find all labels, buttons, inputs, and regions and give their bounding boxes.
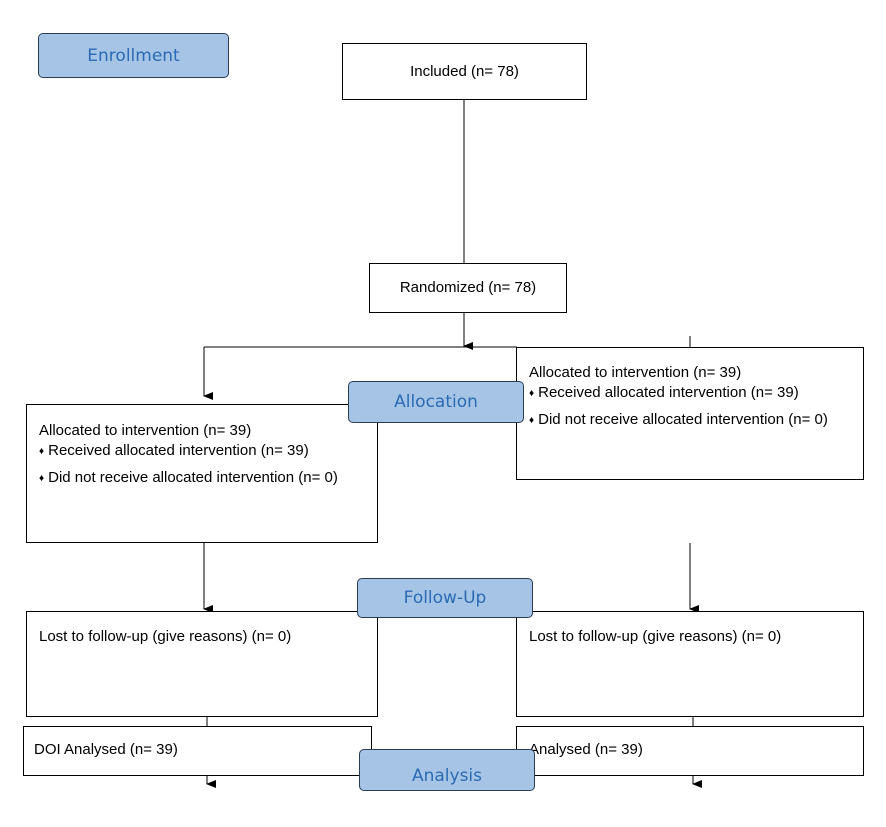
right-followup-box: Lost to follow-up (give reasons) (n= 0) [516,611,864,717]
right-analysed-text: Analysed (n= 39) [529,741,643,758]
enrollment-stage-label: Enrollment [38,33,229,78]
right-allocation-box: Allocated to intervention (n= 39) ♦Recei… [516,347,864,480]
left-received-item: ♦Received allocated intervention (n= 39) [39,441,377,462]
left-not-received-item: ♦Did not receive allocated intervention … [39,468,377,489]
randomized-label: Randomized (n= 78) [399,279,537,296]
left-lost-text: Lost to follow-up (give reasons) (n= 0) [39,628,292,645]
left-analysis-box: DOI Analysed (n= 39) [23,726,372,776]
left-received-text: Received allocated intervention (n= 39) [48,442,309,459]
included-label: Included (n= 78) [410,62,519,80]
right-not-received-text: Did not receive allocated intervention (… [538,411,828,428]
bullet-icon: ♦ [39,446,45,457]
left-not-received-text: Did not receive allocated intervention (… [48,469,338,486]
bullet-icon: ♦ [39,473,45,484]
left-followup-box: Lost to follow-up (give reasons) (n= 0) [26,611,378,717]
bullet-icon: ♦ [529,415,535,426]
included-box: Included (n= 78) [342,43,587,100]
bullet-icon: ♦ [529,388,535,399]
right-lost-text: Lost to follow-up (give reasons) (n= 0) [529,628,782,645]
right-received-text: Received allocated intervention (n= 39) [538,384,799,401]
followup-stage-label: Follow-Up [357,578,533,618]
right-not-received-item: ♦Did not receive allocated intervention … [529,410,863,431]
randomized-box: Randomized (n= 78) [369,263,567,313]
right-received-item: ♦Received allocated intervention (n= 39) [529,383,863,404]
right-allocated-text: Allocated to intervention (n= 39) [529,364,742,381]
right-analysis-box: Analysed (n= 39) [516,726,864,776]
allocation-stage-label: Allocation [348,381,524,423]
left-allocated-text: Allocated to intervention (n= 39) [39,422,252,439]
left-analysed-text: DOI Analysed (n= 39) [34,741,178,758]
analysis-stage-label: Analysis [359,749,535,791]
left-allocation-box: Allocated to intervention (n= 39) ♦Recei… [26,404,378,543]
